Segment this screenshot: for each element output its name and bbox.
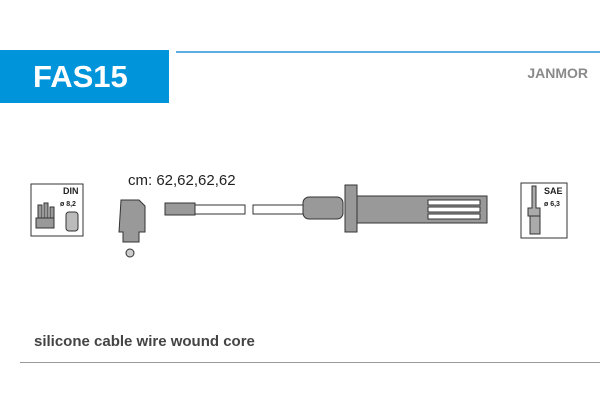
cable-lengths: cm: 62,62,62,62 [128, 172, 236, 189]
svg-text:DIN: DIN [63, 186, 79, 196]
footer-divider [20, 362, 600, 363]
distributor-din-icon: DIN ø 8,2 [30, 183, 84, 237]
brand-name: JANMOR [527, 65, 588, 81]
spark-plug-sae-icon: SAE ø 6,3 [520, 182, 568, 239]
header-divider [176, 51, 600, 53]
svg-text:ø 8,2: ø 8,2 [60, 201, 76, 208]
product-description: silicone cable wire wound core [34, 333, 255, 350]
cable-assembly [118, 184, 488, 258]
svg-text:ø 6,3: ø 6,3 [544, 201, 560, 208]
product-code: FAS15 [0, 50, 169, 103]
svg-text:SAE: SAE [544, 186, 563, 196]
